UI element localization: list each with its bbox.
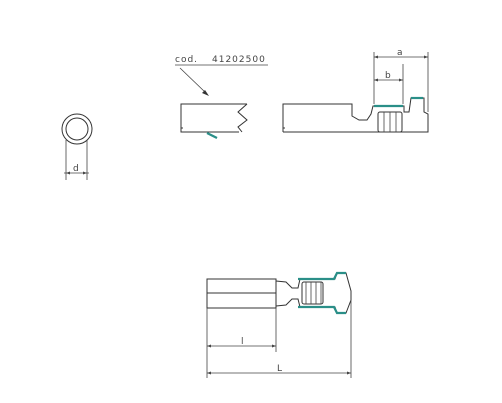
code-label: cod. [175,55,198,65]
dim-L-label: L [277,364,282,374]
side-elevation-view [282,52,429,133]
dim-l-label: l [241,337,244,347]
code-value: 41202500 [212,55,266,65]
dim-a-label: a [397,48,403,58]
dim-d-label: d [73,164,79,174]
dim-b-label: b [385,71,391,81]
plan-view [206,271,352,378]
code-leader-arrow [175,64,268,96]
broken-section-view [180,103,248,139]
end-view-circle [61,113,93,180]
